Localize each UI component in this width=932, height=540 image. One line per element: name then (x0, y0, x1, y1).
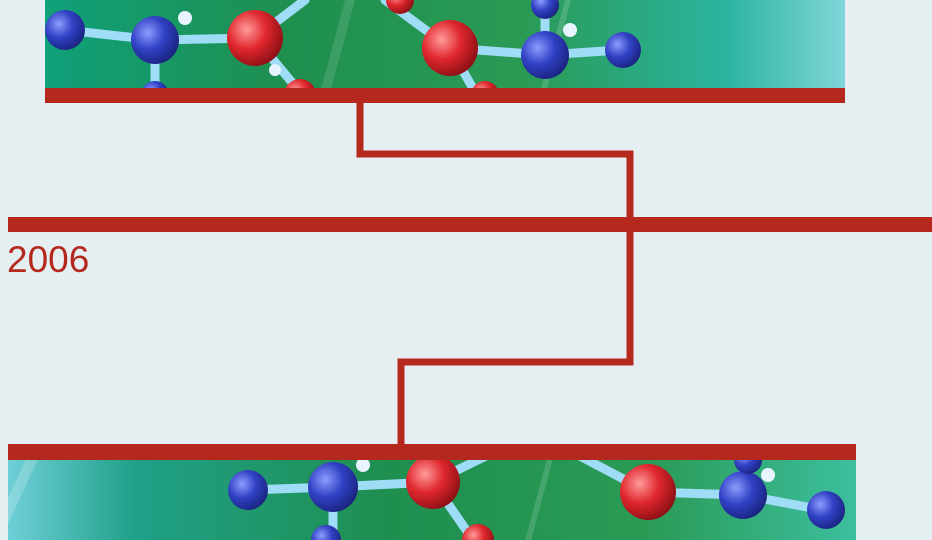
year-label: 2006 (7, 241, 89, 278)
molecule-image (8, 455, 856, 540)
molecule-image (45, 0, 845, 96)
top-divider-bar (45, 88, 845, 103)
top-molecule-banner (45, 0, 845, 96)
lower-step-connector (401, 232, 630, 448)
upper-step-connector (360, 100, 630, 222)
bottom-divider-bar (8, 444, 856, 460)
middle-divider-bar (8, 217, 932, 232)
bottom-molecule-banner (8, 455, 856, 540)
